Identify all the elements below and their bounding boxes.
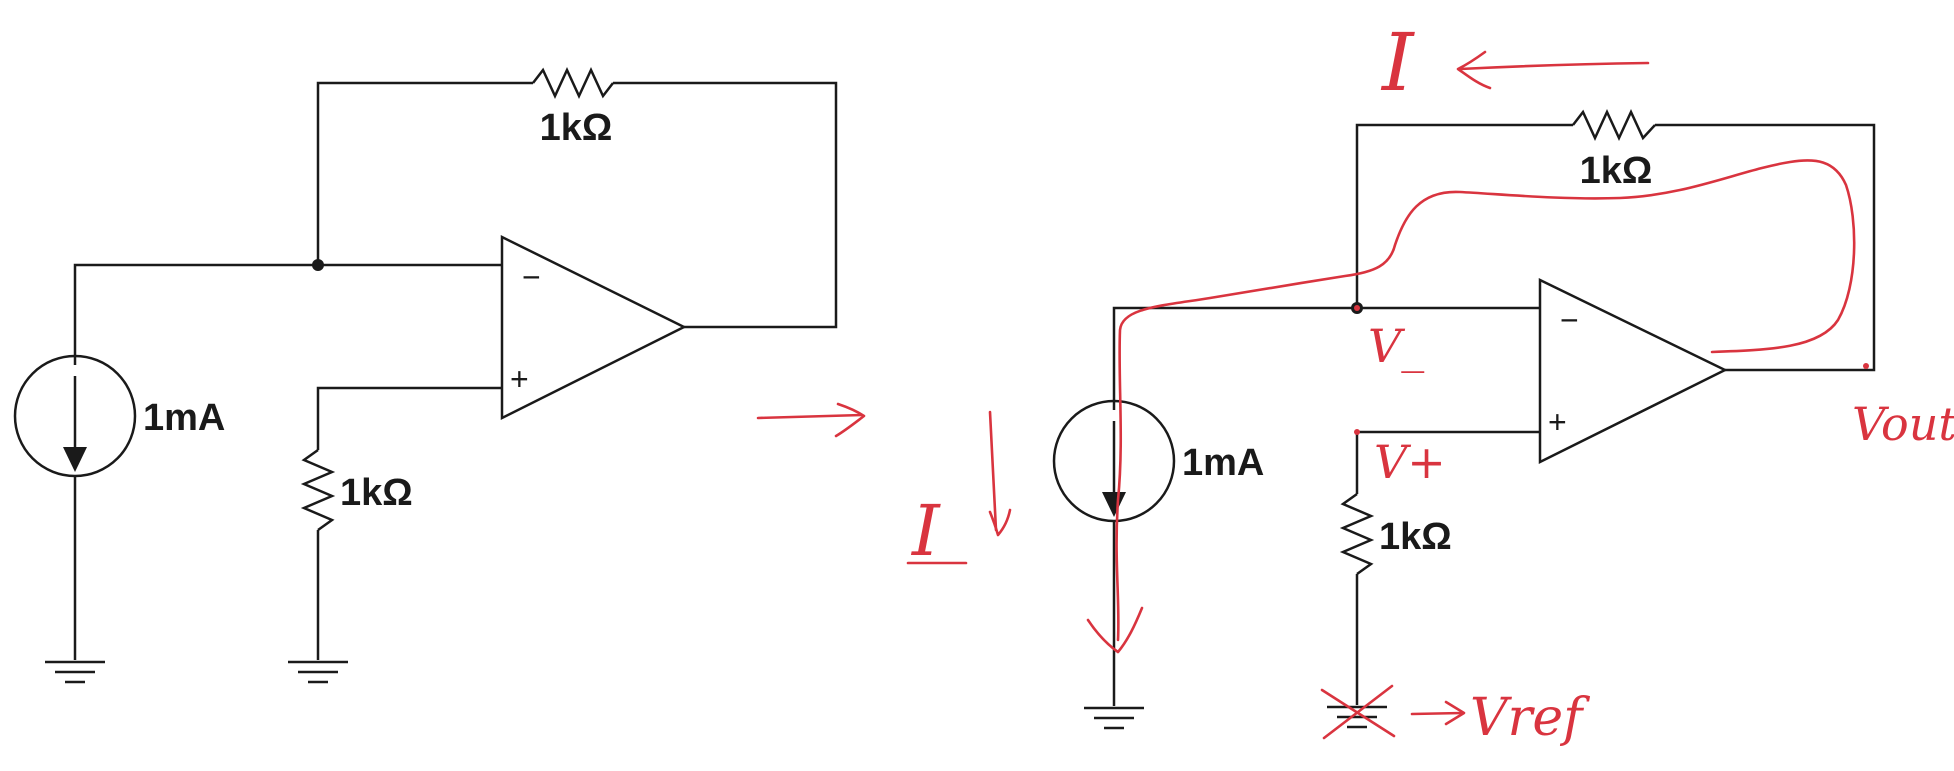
left-ground-symbol-1 — [45, 660, 105, 684]
annotation-current-top: I — [1380, 16, 1415, 109]
left-current-arrow-head — [63, 447, 87, 472]
left-ground-resistor-zigzag — [300, 448, 336, 532]
annotation-v-out: Vout — [1852, 397, 1954, 451]
left-feedback-resistor-label: 1kΩ — [540, 107, 613, 149]
left-current-source-label: 1mA — [143, 397, 225, 439]
annotation-vplus-dot — [1354, 429, 1360, 435]
left-opamp — [500, 234, 687, 421]
annotation-v-ref: Vref — [1470, 688, 1590, 748]
right-inverting-wire — [1112, 306, 1540, 410]
right-opamp — [1538, 278, 1728, 465]
right-feedback-wire — [1355, 123, 1573, 308]
right-feedback-return-wire — [1655, 123, 1876, 372]
right-opamp-plus: + — [1548, 404, 1567, 440]
annotation-v-plus: V+ — [1374, 435, 1446, 489]
right-ground-resistor-label: 1kΩ — [1379, 516, 1452, 558]
annotation-current-left-arrow — [988, 410, 998, 532]
annotation-vminus-dot — [1354, 305, 1360, 311]
left-feedback-return-wire — [613, 81, 838, 329]
left-opamp-plus: + — [510, 361, 529, 397]
left-inverting-wire — [73, 263, 502, 365]
annotation-vout-dot — [1863, 363, 1869, 369]
annotation-ground-cross — [1320, 684, 1396, 740]
transition-arrow — [756, 402, 866, 438]
right-ground-symbol-1 — [1084, 706, 1144, 730]
left-ground-resistor-label: 1kΩ — [340, 472, 413, 514]
right-circuit: 1kΩ − + 1mA 1kΩ — [1052, 109, 1876, 730]
right-opamp-minus: − — [1560, 302, 1579, 338]
right-feedback-resistor-zigzag — [1572, 109, 1656, 141]
left-ground-symbol-2 — [288, 660, 348, 684]
annotation-current-left: I — [910, 490, 941, 572]
left-feedback-resistor-zigzag — [532, 67, 614, 99]
right-ground-symbol-2 — [1327, 705, 1387, 729]
left-noninverting-wire — [316, 386, 502, 450]
annotation-current-loop — [1115, 159, 1856, 642]
right-ground-resistor-zigzag — [1339, 492, 1375, 576]
annotation-current-top-arrow — [1458, 61, 1650, 71]
left-circuit: 1kΩ − + 1mA 1kΩ — [13, 67, 838, 684]
right-feedback-resistor-label: 1kΩ — [1580, 150, 1653, 192]
right-current-arrow-head — [1102, 492, 1126, 517]
annotation-v-minus: V_ — [1368, 319, 1424, 373]
handwritten-annotations: I I V_ V+ Vout Vref — [906, 16, 1954, 748]
left-feedback-wire — [316, 81, 533, 265]
annotation-vref-arrow — [1410, 711, 1464, 716]
left-opamp-minus: − — [522, 259, 541, 295]
left-junction-dot — [312, 259, 324, 271]
right-current-source-label: 1mA — [1182, 442, 1264, 484]
